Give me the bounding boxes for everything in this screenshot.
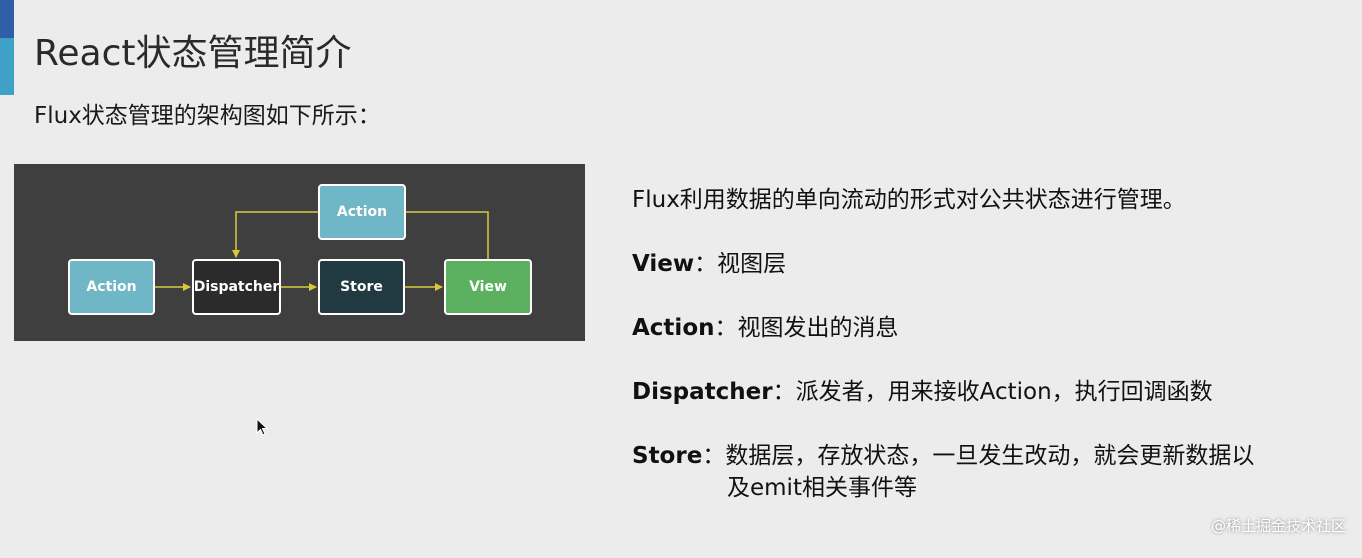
term-dispatcher: Dispatcher [632, 379, 773, 405]
corner-accent-light [0, 38, 14, 95]
desc-dispatcher: ：派发者，用来接收Action，执行回调函数 [772, 379, 1213, 405]
node-store: Store [318, 259, 405, 315]
definition-view: View：视图层 [632, 244, 786, 278]
node-action-left: Action [68, 259, 155, 315]
desc-action: ：视图发出的消息 [714, 315, 899, 341]
slide-title: React状态管理简介 [34, 33, 352, 74]
definition-action: Action：视图发出的消息 [632, 308, 899, 342]
arrow-view-to-action [406, 211, 489, 259]
arrow-action-to-dispatcher-top [232, 211, 318, 258]
term-store: Store [632, 443, 703, 469]
desc-store: ：数据层，存放状态，一旦发生改动，就会更新数据以 [702, 443, 1255, 469]
corner-accent-dark [0, 0, 14, 38]
node-action-top: Action [318, 184, 406, 240]
definition-store: Store：数据层，存放状态，一旦发生改动，就会更新数据以 [632, 436, 1254, 470]
definition-dispatcher: Dispatcher：派发者，用来接收Action，执行回调函数 [632, 372, 1213, 406]
definition-store-continued: 及emit相关事件等 [727, 475, 917, 501]
mouse-cursor-icon [256, 418, 268, 436]
node-view: View [444, 259, 532, 315]
slide-subtitle: Flux状态管理的架构图如下所示： [34, 103, 381, 129]
source-credit: @稀土掘金技术社区 [1210, 517, 1346, 535]
term-view: View [632, 251, 695, 277]
flux-architecture-diagram: Action Action Dispatcher Store View [14, 164, 585, 341]
diagram-connectors [155, 211, 489, 291]
node-dispatcher: Dispatcher [192, 259, 281, 315]
intro-text: Flux利用数据的单向流动的形式对公共状态进行管理。 [632, 187, 1186, 213]
slide-corner-accent [0, 0, 14, 95]
term-action: Action [632, 315, 715, 341]
desc-view: ：视图层 [694, 251, 787, 277]
